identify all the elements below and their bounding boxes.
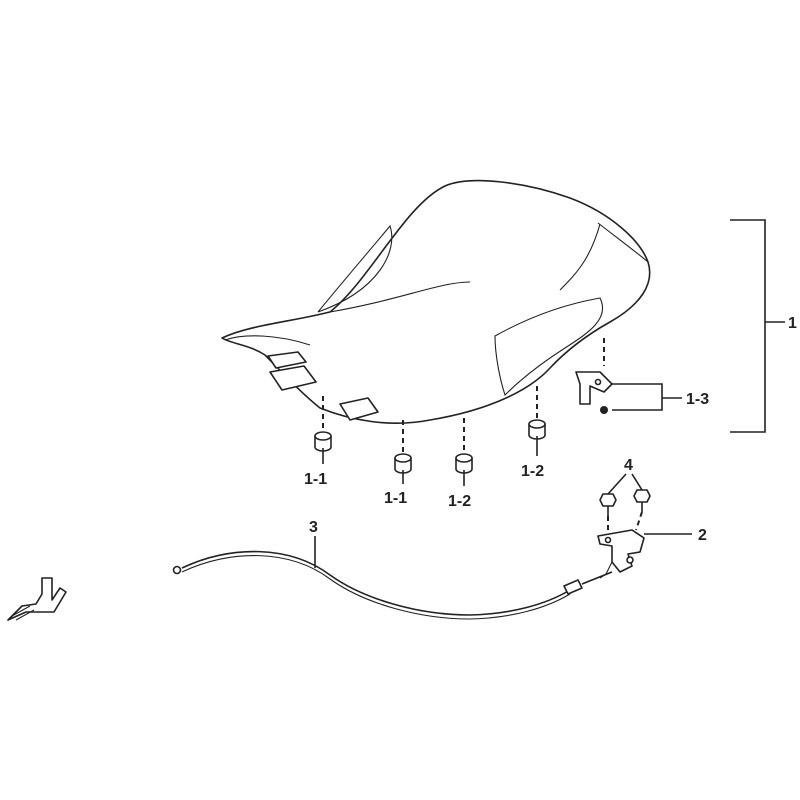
label-1-2-left: 1-2 (448, 493, 471, 510)
label-4: 4 (624, 457, 633, 474)
label-3: 3 (309, 519, 318, 536)
release-cable (172, 550, 613, 620)
bolt-right (633, 489, 651, 512)
lock-bracket (597, 529, 645, 579)
bolt-left (599, 493, 617, 516)
latch-bracket (575, 371, 613, 414)
label-1-2-right: 1-2 (521, 463, 544, 480)
front-direction-arrow-icon (7, 577, 67, 621)
cushion-1-1-left (314, 431, 332, 452)
cushion-1-2-right (528, 419, 546, 440)
label-2: 2 (698, 527, 707, 544)
label-1: 1 (788, 315, 797, 332)
cushion-1-2-left (455, 453, 473, 474)
seat-assembly (221, 179, 651, 425)
label-1-1-left: 1-1 (304, 471, 327, 488)
label-1-3: 1-3 (686, 391, 709, 408)
label-1-1-right: 1-1 (384, 490, 407, 507)
cushion-1-1-right (394, 453, 412, 474)
